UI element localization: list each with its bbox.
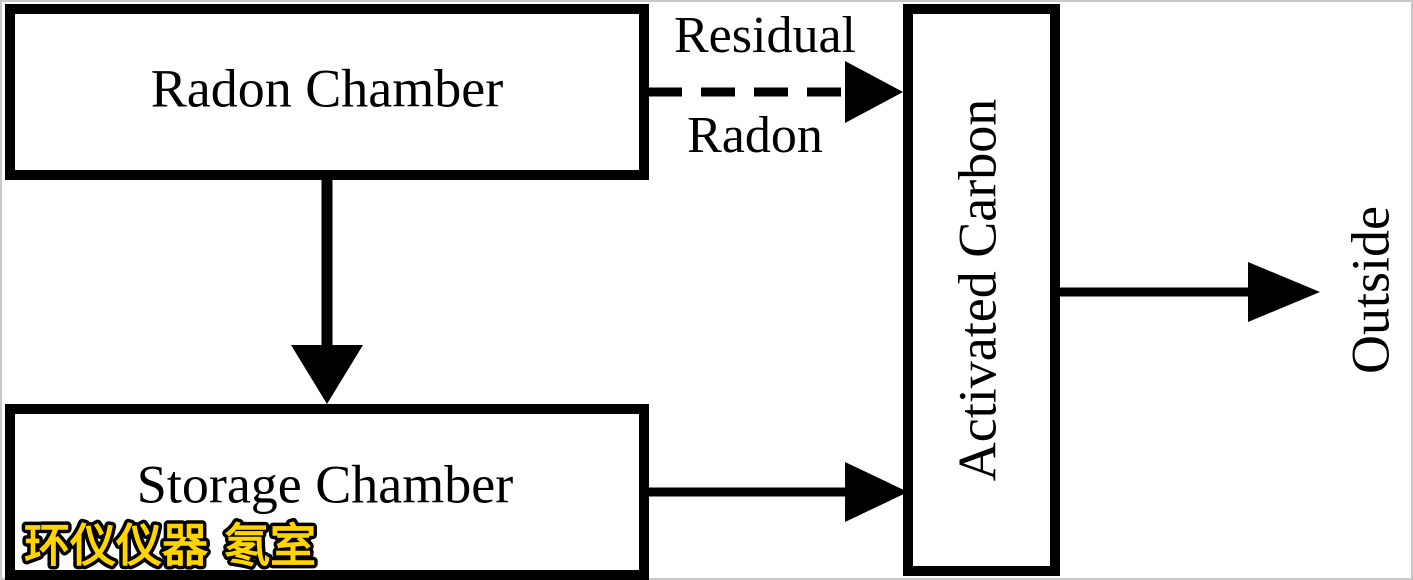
node-storage-chamber-label: Storage Chamber bbox=[137, 454, 513, 514]
node-storage-chamber[interactable] bbox=[5, 404, 649, 580]
watermark-text: 环仪仪器 氡室 bbox=[24, 519, 316, 573]
edge-label-residual: Residual bbox=[674, 7, 856, 64]
edge-radon-to-carbon-arrowhead bbox=[845, 61, 903, 123]
outside-label: Outside bbox=[1340, 206, 1400, 374]
edge-radon-to-storage-arrowhead bbox=[291, 345, 363, 404]
node-radon-chamber-label: Radon Chamber bbox=[151, 58, 503, 118]
edge-label-radon: Radon bbox=[687, 107, 823, 164]
node-activated-carbon-label: Activated Carbon bbox=[947, 99, 1007, 481]
edge-storage-to-carbon-arrowhead bbox=[845, 462, 908, 522]
edge-carbon-to-outside-arrowhead bbox=[1248, 262, 1320, 322]
